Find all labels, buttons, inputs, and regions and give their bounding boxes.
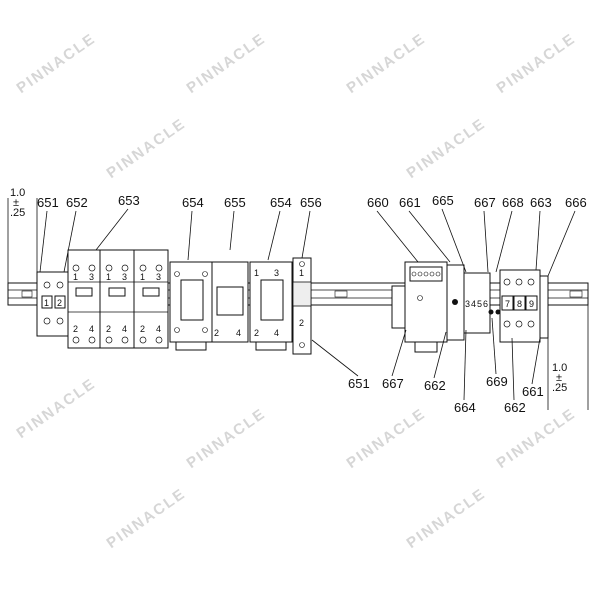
terminal-label: 2 <box>140 324 145 334</box>
dimension-tolerance: .25 <box>552 382 567 394</box>
callout-label: 669 <box>486 374 508 389</box>
callout-top-666: 666 <box>547 195 587 277</box>
terminal-label: 1 <box>140 272 145 282</box>
terminal-label: 2 <box>73 324 78 334</box>
callout-top-654: 654 <box>182 195 204 261</box>
terminal-label: 4 <box>236 328 241 338</box>
dimension-sign: ± <box>556 372 562 384</box>
terminal-label: 2 <box>57 298 62 308</box>
terminal-label: 2 <box>299 318 304 328</box>
terminal-label: 5 <box>477 299 482 309</box>
left-terminal-block: 1 2 <box>36 271 70 337</box>
terminal-label: 7 <box>505 299 510 309</box>
dimension-right: 1.0 ± .25 <box>547 305 589 410</box>
callout-label: 651 <box>348 376 370 391</box>
terminal-label: 1 <box>106 272 111 282</box>
terminal-label: 3 <box>274 268 279 278</box>
terminal-label: 2 <box>214 328 219 338</box>
callout-label: 654 <box>270 195 292 210</box>
terminal-label: 3 <box>156 272 161 282</box>
circuit-breakers: 1 3 1 3 1 3 2 4 2 4 2 4 <box>67 249 169 349</box>
terminal-label: 1 <box>299 268 304 278</box>
contactor-a: 2 4 <box>169 261 249 351</box>
callout-bottom-664: 664 <box>454 329 476 415</box>
terminal-label: 4 <box>122 324 127 334</box>
callout-label: 666 <box>565 195 587 210</box>
callout-label: 655 <box>224 195 246 210</box>
callout-bottom-667: 667 <box>382 329 407 391</box>
callout-label: 654 <box>182 195 204 210</box>
terminal-group-a: 3 4 5 6 <box>446 264 501 341</box>
terminal-label: 3 <box>465 299 470 309</box>
callout-bottom-661: 661 <box>522 337 544 399</box>
callout-label: 656 <box>300 195 322 210</box>
dimension-left: 1.0 ± .25 <box>7 187 38 283</box>
callout-label: 667 <box>474 195 496 210</box>
callout-top-663: 663 <box>530 195 552 271</box>
terminal-label: 6 <box>483 299 488 309</box>
terminal-label: 1 <box>254 268 259 278</box>
contactor-b: 1 3 2 4 <box>249 261 293 351</box>
callout-label: 661 <box>522 384 544 399</box>
terminal-label: 3 <box>89 272 94 282</box>
terminal-label: 8 <box>517 299 522 309</box>
power-supply-module <box>391 261 448 353</box>
callout-label: 661 <box>399 195 421 210</box>
callout-bottom-662: 662 <box>424 331 447 393</box>
callout-top-661: 661 <box>399 195 451 263</box>
callout-label: 667 <box>382 376 404 391</box>
terminal-group-b: 7 8 9 <box>499 269 549 343</box>
callout-label: 663 <box>530 195 552 210</box>
callout-top-651: 651 <box>37 195 59 273</box>
dimension-value: 1.0 <box>10 187 25 199</box>
callout-label: 665 <box>432 193 454 208</box>
callout-top-665: 665 <box>432 193 467 273</box>
callout-top-656: 656 <box>300 195 322 259</box>
terminal-label: 9 <box>529 299 534 309</box>
callout-top-660: 660 <box>367 195 419 263</box>
callout-bottom-662: 662 <box>504 337 526 415</box>
callout-bottom-651: 651 <box>311 339 370 391</box>
terminal-label: 4 <box>274 328 279 338</box>
callout-label: 660 <box>367 195 389 210</box>
callout-label: 664 <box>454 400 476 415</box>
callout-top-667: 667 <box>474 195 496 273</box>
terminal-label: 3 <box>122 272 127 282</box>
callouts-top: 651 652 653 654 655 654 656 660 661 665 667 668 663 6… <box>37 193 587 277</box>
terminal-label: 1 <box>73 272 78 282</box>
terminal-label: 4 <box>156 324 161 334</box>
callout-top-654: 654 <box>267 195 292 261</box>
terminal-label: 2 <box>106 324 111 334</box>
callout-bottom-669: 669 <box>486 317 508 389</box>
dimension-value: 1.0 <box>552 362 567 374</box>
terminal-label: 1 <box>44 298 49 308</box>
callout-top-652: 652 <box>63 195 88 273</box>
callout-label: 662 <box>504 400 526 415</box>
callout-label: 653 <box>118 193 140 208</box>
terminal-label: 2 <box>254 328 259 338</box>
callout-label: 668 <box>502 195 524 210</box>
end-block: 1 2 <box>292 257 312 355</box>
callout-label: 651 <box>37 195 59 210</box>
dimension-tolerance: .25 <box>10 207 25 219</box>
callout-label: 652 <box>66 195 88 210</box>
callout-top-655: 655 <box>224 195 246 251</box>
dimension-sign: ± <box>13 197 19 209</box>
terminal-label: 4 <box>471 299 476 309</box>
callout-top-668: 668 <box>495 195 524 273</box>
terminal-label: 4 <box>89 324 94 334</box>
callout-label: 662 <box>424 378 446 393</box>
callout-top-653: 653 <box>95 193 140 251</box>
